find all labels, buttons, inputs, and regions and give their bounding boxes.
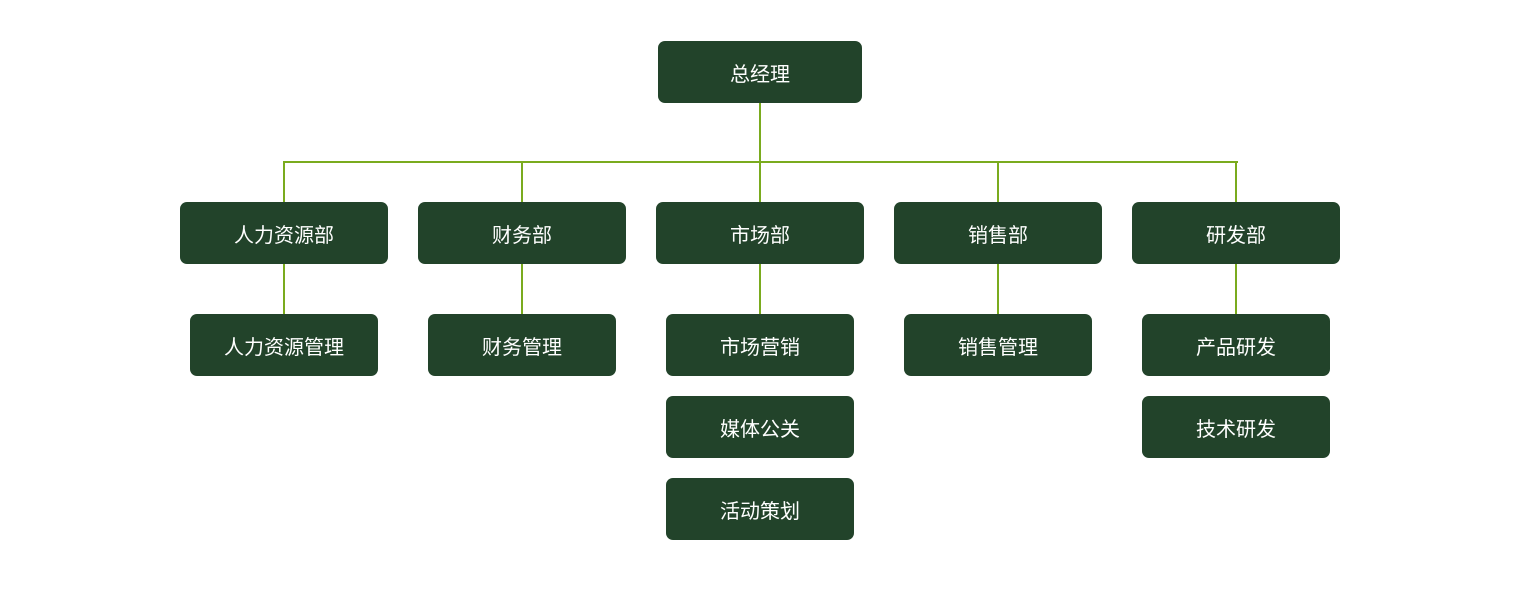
node-sub: 财务管理 bbox=[428, 314, 616, 376]
connector-dept bbox=[997, 162, 999, 202]
node-sub: 人力资源管理 bbox=[190, 314, 378, 376]
connector-sub bbox=[997, 264, 999, 314]
node-sub: 活动策划 bbox=[666, 478, 854, 540]
node-label: 人力资源部 bbox=[234, 222, 334, 247]
node-label: 技术研发 bbox=[1196, 416, 1276, 441]
node-label: 财务管理 bbox=[482, 334, 562, 359]
connector-dept bbox=[521, 162, 523, 202]
node-label: 市场营销 bbox=[720, 334, 800, 359]
node-label: 销售部 bbox=[968, 222, 1028, 247]
node-label: 活动策划 bbox=[720, 498, 800, 523]
node-label: 财务部 bbox=[492, 222, 552, 247]
connector-sub bbox=[521, 264, 523, 314]
connector-dept bbox=[1235, 162, 1237, 202]
node-dept-finance: 财务部 bbox=[418, 202, 626, 264]
node-sub: 技术研发 bbox=[1142, 396, 1330, 458]
connector-dept bbox=[759, 162, 761, 202]
node-general-manager: 总经理 bbox=[658, 41, 862, 103]
node-label: 总经理 bbox=[730, 61, 790, 86]
node-label: 销售管理 bbox=[958, 334, 1038, 359]
node-sub: 产品研发 bbox=[1142, 314, 1330, 376]
node-dept-hr: 人力资源部 bbox=[180, 202, 388, 264]
node-label: 市场部 bbox=[730, 222, 790, 247]
node-sub: 销售管理 bbox=[904, 314, 1092, 376]
node-label: 研发部 bbox=[1206, 222, 1266, 247]
node-label: 人力资源管理 bbox=[224, 334, 344, 359]
connector-sub bbox=[283, 264, 285, 314]
connector-sub bbox=[1235, 264, 1237, 314]
connector-dept bbox=[283, 162, 285, 202]
node-label: 产品研发 bbox=[1196, 334, 1276, 359]
node-dept-rnd: 研发部 bbox=[1132, 202, 1340, 264]
node-label: 媒体公关 bbox=[720, 416, 800, 441]
connector-root bbox=[759, 103, 761, 163]
node-dept-sales: 销售部 bbox=[894, 202, 1102, 264]
connector-sub bbox=[759, 264, 761, 314]
node-sub: 市场营销 bbox=[666, 314, 854, 376]
node-dept-marketing: 市场部 bbox=[656, 202, 864, 264]
node-sub: 媒体公关 bbox=[666, 396, 854, 458]
